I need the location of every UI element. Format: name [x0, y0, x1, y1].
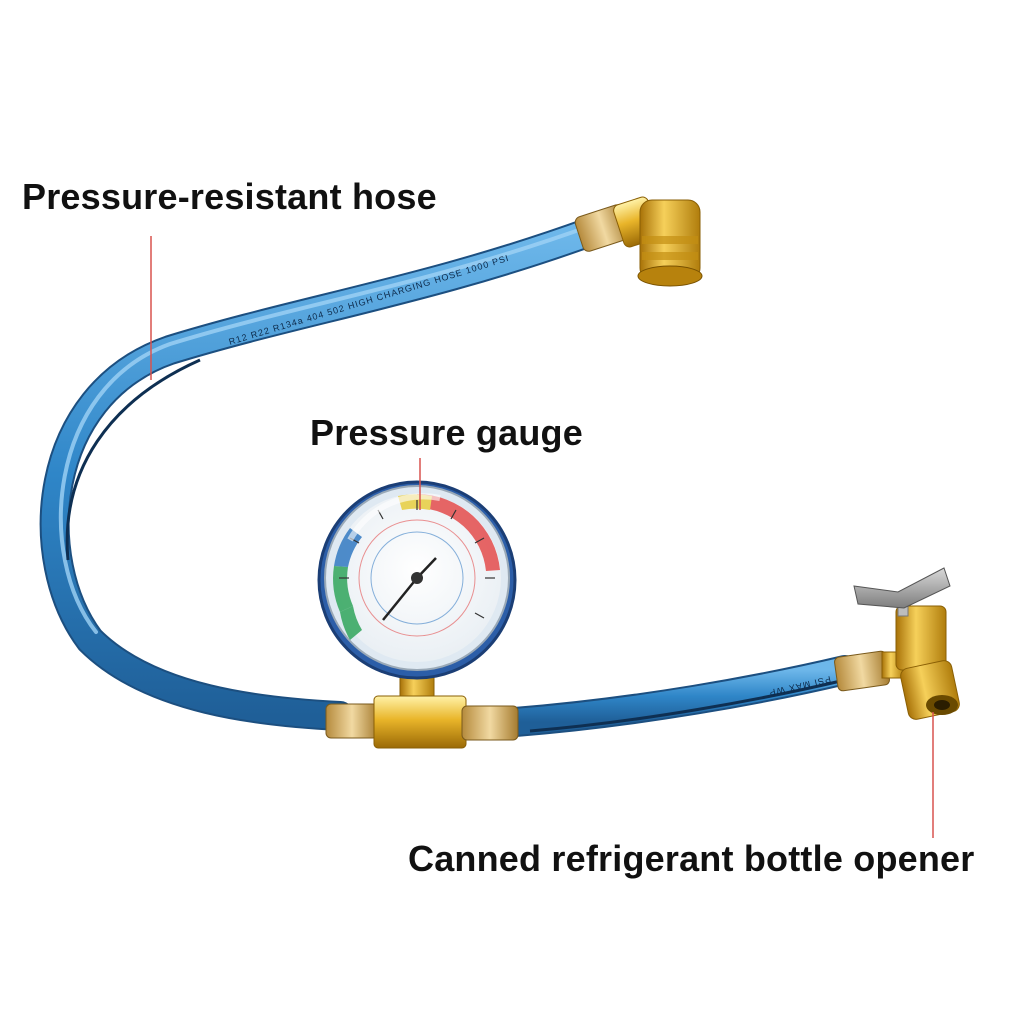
pressure-gauge-icon — [317, 480, 517, 709]
quick-coupler-icon — [574, 196, 703, 287]
bottle-opener-valve-icon — [834, 567, 960, 720]
label-pressure-gauge: Pressure gauge — [310, 412, 583, 453]
tee-fitting — [325, 695, 519, 749]
svg-text:R12 R22 R134a 404 502 HIG: R12 R22 R134a 404 502 HIGH CHARGING HOSE… — [228, 253, 511, 347]
hose-print-text: R12 R22 R134a 404 502 HIGH CHARGING HOSE… — [228, 253, 510, 347]
hose-icon: R12 R22 R134a 404 502 HIGH CHARGING HOSE… — [39, 217, 605, 731]
hose-right-segment: PSI MAX WP — [500, 655, 860, 737]
label-bottle-opener: Canned refrigerant bottle opener — [408, 838, 975, 879]
label-pressure-resistant-hose: Pressure-resistant hose — [22, 176, 437, 217]
